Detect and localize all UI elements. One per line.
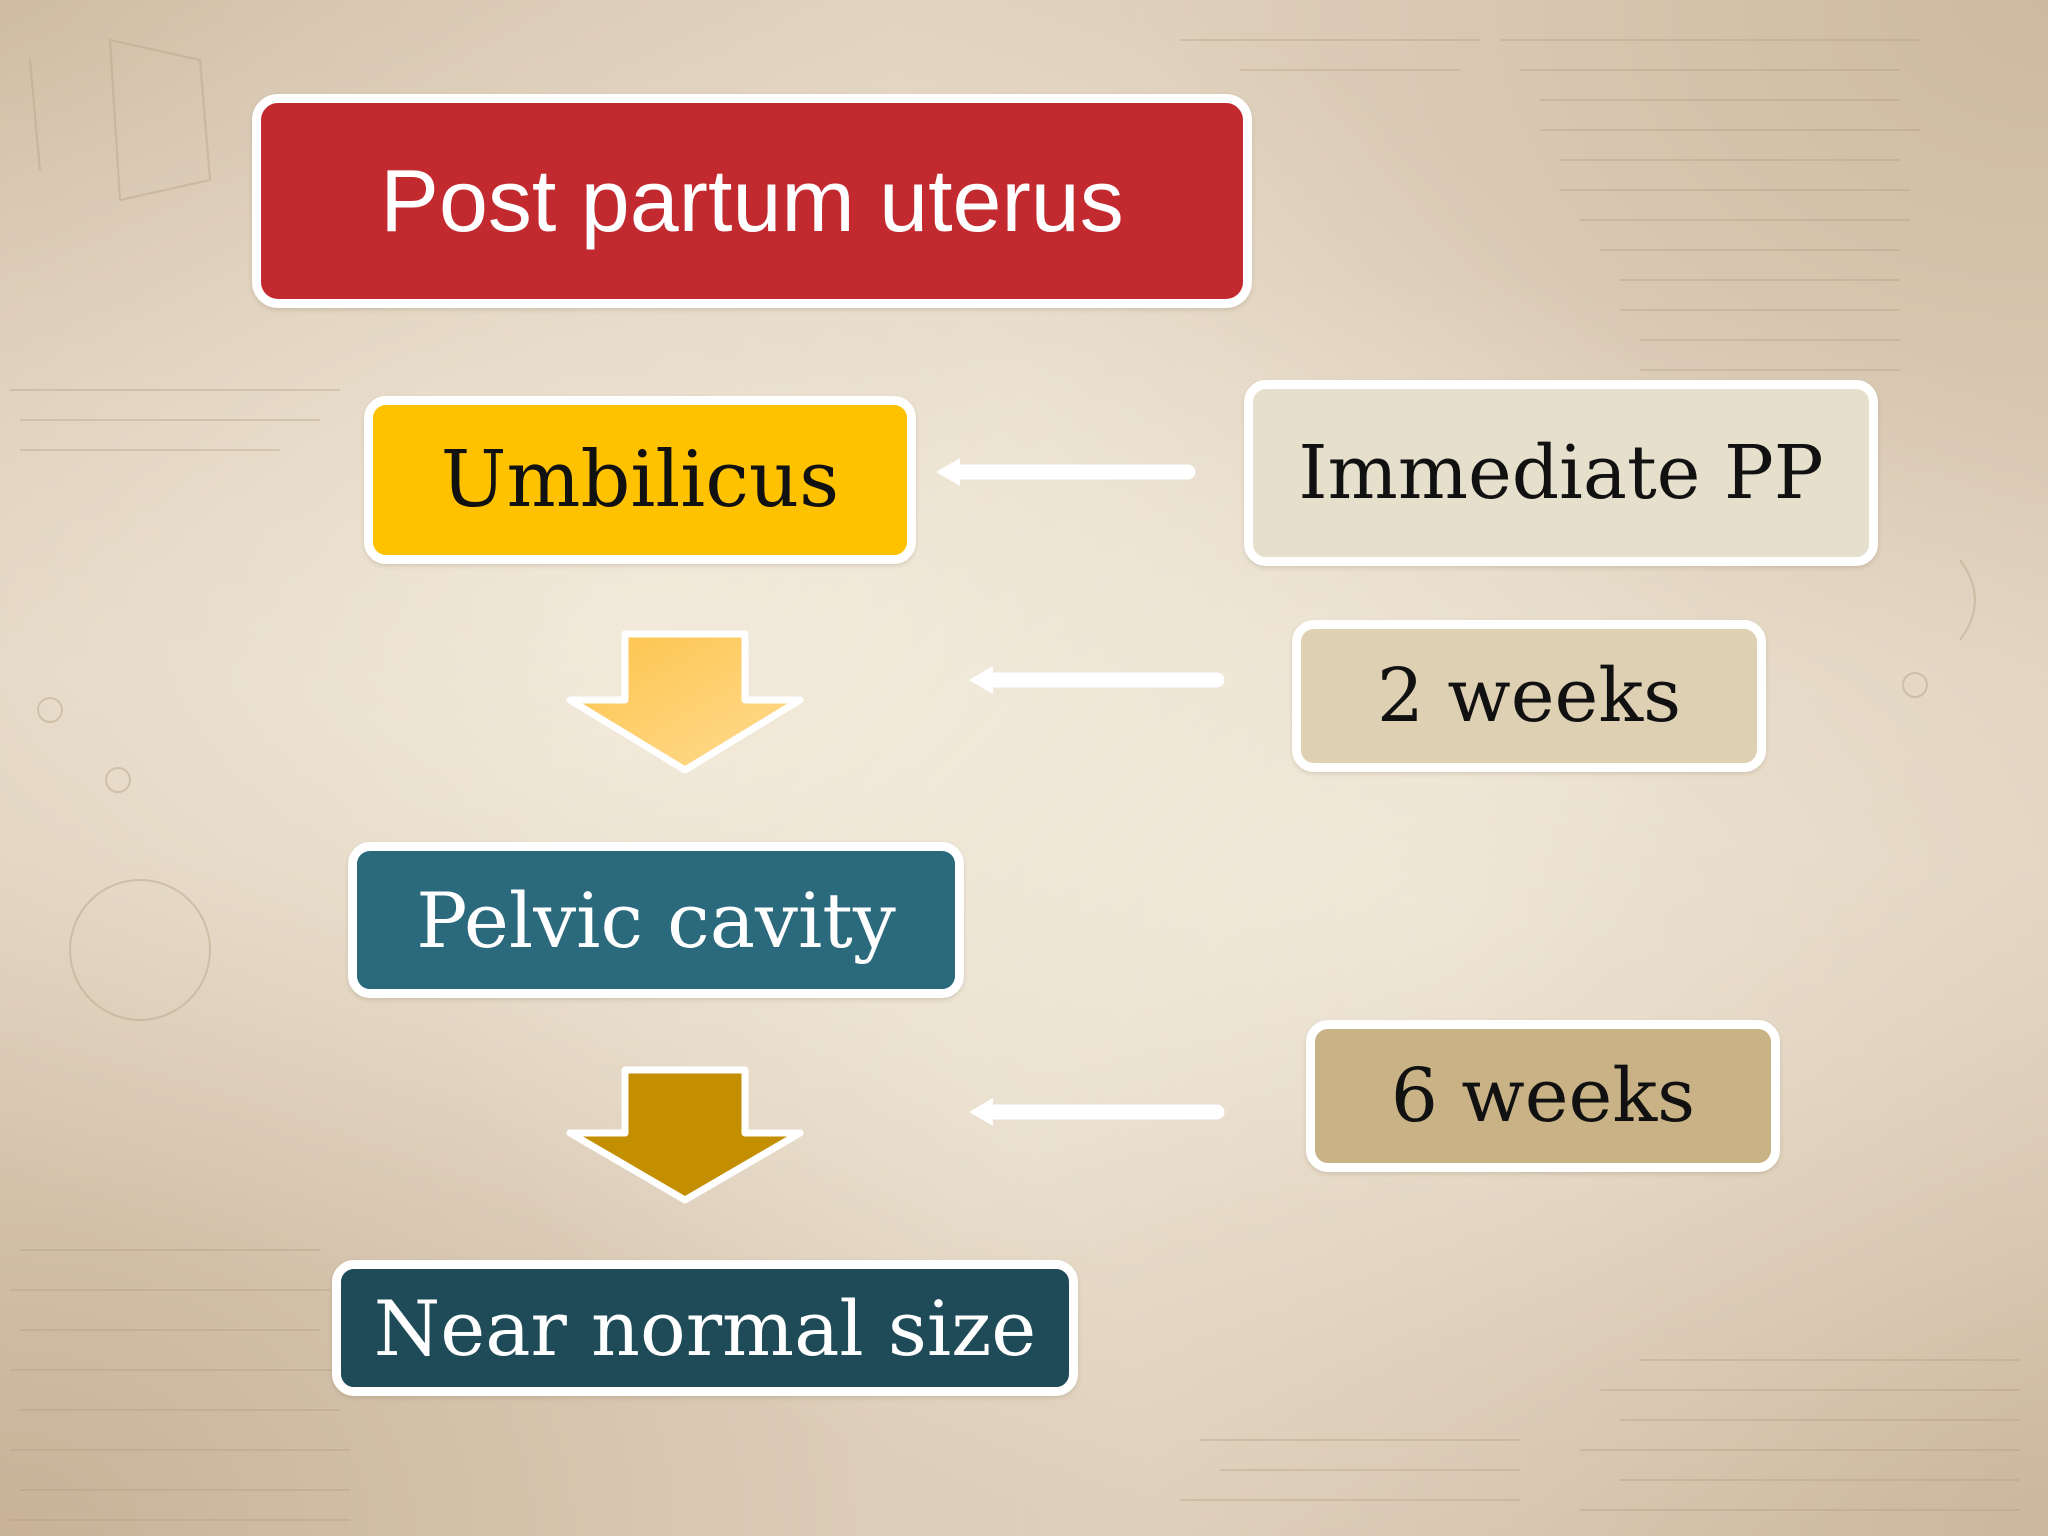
time-immediate-pp: Immediate PP [1244,380,1878,566]
stage-near-normal-size-label: Near normal size [373,1283,1037,1373]
time-6-weeks-label: 6 weeks [1390,1053,1696,1139]
time-6-weeks: 6 weeks [1306,1020,1780,1172]
stage-pelvic-cavity-label: Pelvic cavity [416,875,896,965]
time-immediate-pp-label: Immediate PP [1298,430,1824,516]
stage-near-normal-size: Near normal size [332,1260,1078,1396]
diagram-title-text: Post partum uterus [380,151,1124,250]
stage-umbilicus-label: Umbilicus [440,435,840,525]
stage-pelvic-cavity: Pelvic cavity [348,842,964,998]
stage-umbilicus: Umbilicus [364,396,916,564]
diagram-title: Post partum uterus [252,94,1252,308]
time-2-weeks-label: 2 weeks [1376,653,1682,739]
time-2-weeks: 2 weeks [1292,620,1766,772]
